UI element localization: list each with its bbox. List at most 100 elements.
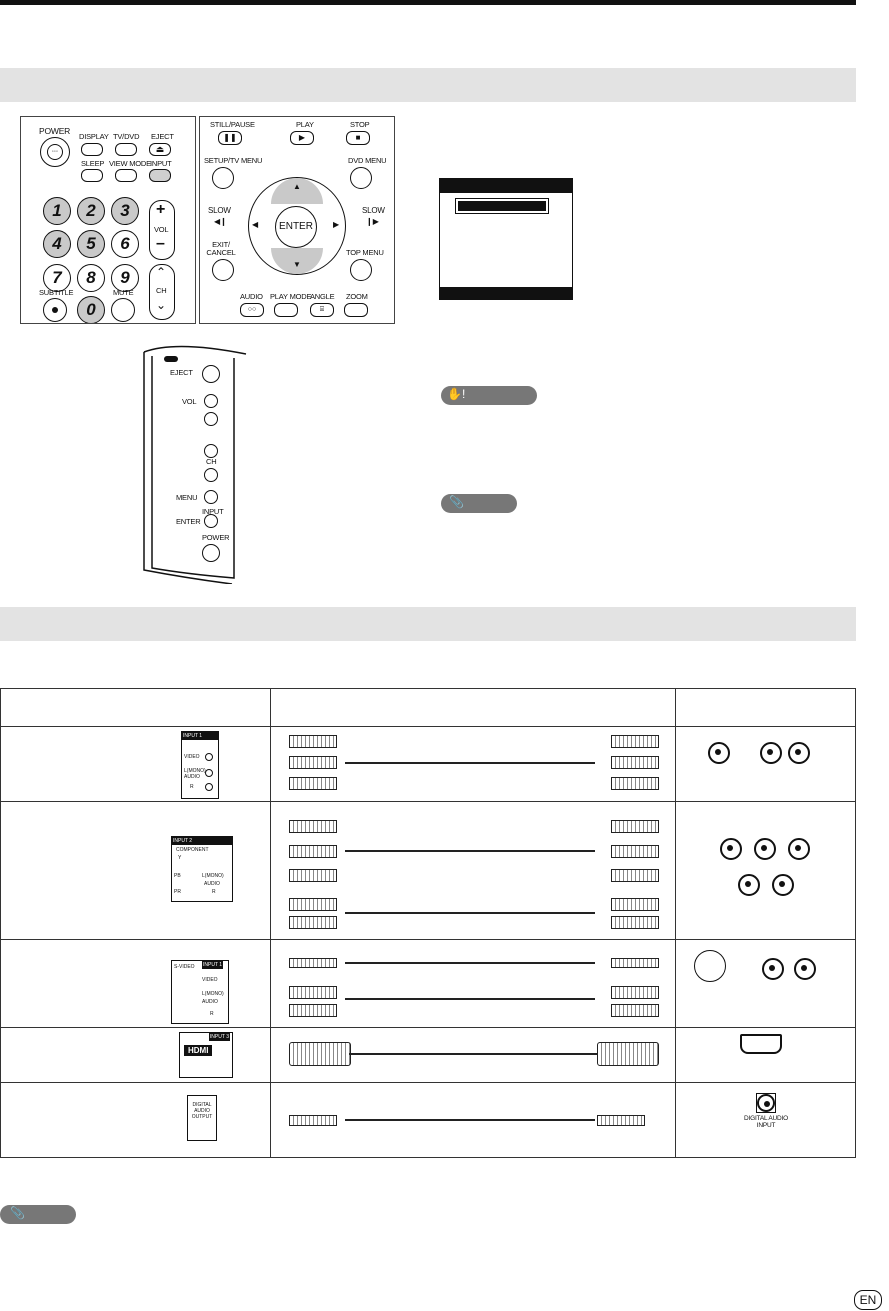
audio-label: AUDIO	[204, 881, 220, 887]
r-label: R	[212, 889, 216, 895]
audio-r-jack	[205, 783, 213, 791]
sleep-button[interactable]	[81, 169, 103, 182]
cable-line	[349, 1053, 599, 1055]
digital-audio-output-panel: DIGITAL AUDIO OUTPUT	[187, 1095, 217, 1141]
num-4-button[interactable]: 4	[43, 230, 71, 258]
viewmode-label: VIEW MODE	[109, 159, 151, 168]
menu-highlight	[455, 198, 549, 214]
audio-button[interactable]: ○○	[240, 303, 264, 317]
eject-label: EJECT	[151, 132, 174, 141]
tv-eject-button[interactable]	[202, 365, 220, 383]
num-2-button[interactable]: 2	[77, 197, 105, 225]
left-arrow-icon: ◀	[252, 220, 259, 229]
power-label: POWER	[39, 126, 71, 136]
dpad[interactable]: ▲ ▼ ◀ ▶ ENTER	[248, 177, 346, 275]
rca-jack-icon	[754, 838, 776, 860]
tv-input-button[interactable]	[204, 514, 218, 528]
cable-line	[345, 912, 595, 914]
audio-l-jack	[205, 769, 213, 777]
svideo-label: S-VIDEO	[174, 964, 195, 970]
dot-icon	[52, 307, 58, 313]
mute-button[interactable]	[111, 298, 135, 322]
setup-tv-menu-label: SETUP/TV MENU	[204, 156, 263, 165]
table-row: INPUT 3 HDMI	[0, 1027, 856, 1083]
rca-plug	[289, 869, 337, 882]
setup-tv-menu-button[interactable]	[212, 167, 234, 189]
tv-vol-label: VOL	[182, 397, 197, 406]
play-mode-label: PLAY MODE	[270, 292, 312, 301]
ch-label: CH	[156, 286, 167, 295]
svideo-jack-icon	[694, 950, 726, 982]
audio-label: AUDIO	[240, 292, 263, 301]
right-arrow-icon: ▶	[333, 220, 340, 229]
num-6-button[interactable]: 6	[111, 230, 139, 258]
slow-forward-icon: ❙▶	[366, 217, 379, 226]
stop-button[interactable]: ■	[346, 131, 370, 145]
menu-footer-bar	[440, 287, 572, 299]
section-band-1	[0, 68, 856, 102]
tv-ch-down-button[interactable]	[204, 468, 218, 482]
tv-vol-up-button[interactable]	[204, 394, 218, 408]
cable-cell	[270, 801, 676, 940]
caution-hand-icon: ✋!	[447, 387, 466, 401]
vol-rocker[interactable]: + VOL –	[149, 200, 175, 260]
top-menu-button[interactable]	[350, 259, 372, 281]
tv-power-button[interactable]	[202, 544, 220, 562]
exit-cancel-button[interactable]	[212, 259, 234, 281]
tvdvd-button[interactable]	[115, 143, 137, 156]
paperclip-icon: 📎	[10, 1206, 25, 1220]
equipment-cell	[675, 801, 856, 940]
component-label: COMPONENT	[176, 847, 209, 853]
pr-label: PR	[174, 889, 181, 895]
tv-vol-down-button[interactable]	[204, 412, 218, 426]
dvd-logo-icon	[164, 356, 178, 362]
viewmode-button[interactable]	[115, 169, 137, 182]
num-7-button[interactable]: 7	[43, 264, 71, 292]
input-label: INPUT	[150, 159, 172, 168]
enter-button[interactable]: ENTER	[275, 206, 317, 248]
still-pause-button[interactable]: ❚❚	[218, 131, 242, 145]
input-button[interactable]	[149, 169, 171, 182]
tv-jack-cell: INPUT 3 HDMI	[0, 1027, 271, 1083]
num-1-button[interactable]: 1	[43, 197, 71, 225]
tv-side-outline	[143, 345, 247, 585]
play-label: PLAY	[296, 120, 314, 129]
rca-plug	[289, 756, 337, 769]
num-3-button[interactable]: 3	[111, 197, 139, 225]
num-8-button[interactable]: 8	[77, 264, 105, 292]
tv-menu-button[interactable]	[204, 490, 218, 504]
tv-ch-label: CH	[206, 457, 217, 466]
num-5-button[interactable]: 5	[77, 230, 105, 258]
ch-rocker[interactable]: ⌃ CH ⌄	[149, 264, 175, 320]
dvd-menu-button[interactable]	[350, 167, 372, 189]
rca-jack-icon	[708, 742, 730, 764]
tv-ch-up-button[interactable]	[204, 444, 218, 458]
power-button[interactable]: ◦◦◦	[40, 137, 70, 167]
angle-button[interactable]: ⌸	[310, 303, 334, 317]
digital-audio-jack-icon	[756, 1093, 776, 1113]
table-row: INPUT 1 VIDEO L(MONO) AUDIO R	[0, 726, 856, 802]
equipment-cell	[675, 939, 856, 1028]
play-mode-button[interactable]	[274, 303, 298, 317]
exit-cancel-label: EXIT/ CANCEL	[206, 240, 236, 257]
zoom-button[interactable]	[344, 303, 368, 317]
display-button[interactable]	[81, 143, 103, 156]
eject-button[interactable]: ⏏	[149, 143, 171, 156]
num-9-button[interactable]: 9	[111, 264, 139, 292]
slow-reverse-icon: ◀❙	[214, 217, 227, 226]
num-0-button[interactable]: 0	[77, 296, 105, 323]
subtitle-button[interactable]	[43, 298, 67, 322]
svideo-plug	[289, 958, 337, 968]
jack-icon	[757, 1094, 775, 1112]
audio-label: AUDIO	[202, 999, 218, 1005]
connection-table: INPUT 1 VIDEO L(MONO) AUDIO R	[0, 688, 856, 1158]
camera-icon: ⌸	[319, 306, 325, 313]
y-label: Y	[178, 855, 182, 861]
tvdvd-label: TV/DVD	[113, 132, 140, 141]
hdmi-plug	[597, 1042, 659, 1066]
cable-line	[345, 850, 595, 852]
cable-line	[345, 962, 595, 964]
play-button[interactable]: ▶	[290, 131, 314, 145]
down-arrow-icon: ▼	[293, 260, 301, 269]
cable-cell	[270, 726, 676, 802]
